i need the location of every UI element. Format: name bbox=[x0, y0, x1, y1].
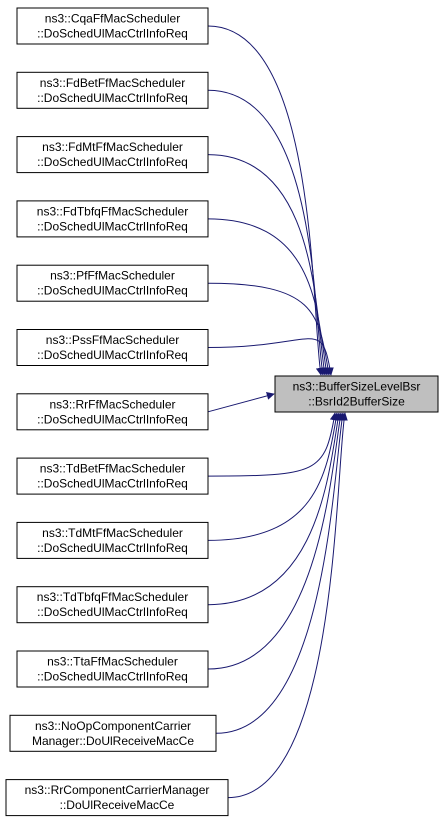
caller-node-box bbox=[16, 264, 209, 302]
caller-node-box bbox=[16, 7, 209, 45]
caller-node-fdtbfq[interactable]: ns3::FdTbfqFfMacScheduler::DoSchedUlMacC… bbox=[16, 200, 209, 238]
caller-node-tdmt[interactable]: ns3::TdMtFfMacScheduler::DoSchedUlMacCtr… bbox=[16, 521, 209, 559]
caller-node-box bbox=[16, 393, 209, 431]
edge-pf-to-target bbox=[207, 282, 332, 376]
node-label-line: ::DoSchedUlMacCtrlInfoReq bbox=[37, 348, 188, 362]
node-label-line: ::DoSchedUlMacCtrlInfoReq bbox=[37, 605, 188, 619]
caller-node-box bbox=[16, 71, 209, 109]
node-label-line: ns3::PfFfMacScheduler bbox=[50, 269, 175, 283]
caller-node-fdmt[interactable]: ns3::FdMtFfMacScheduler::DoSchedUlMacCtr… bbox=[16, 136, 209, 174]
edge-rr-to-target bbox=[207, 392, 275, 413]
node-label-line: ns3::NoOpComponentCarrier bbox=[35, 719, 191, 733]
caller-node-box bbox=[16, 521, 209, 559]
node-label-line: ns3::FdBetFfMacScheduler bbox=[40, 76, 185, 90]
caller-node-pf[interactable]: ns3::PfFfMacScheduler::DoSchedUlMacCtrlI… bbox=[16, 264, 209, 302]
caller-node-cqa[interactable]: ns3::CqaFfMacScheduler::DoSchedUlMacCtrl… bbox=[16, 7, 209, 45]
node-label-line: Manager::DoUlReceiveMacCe bbox=[32, 734, 194, 748]
edge-noop-to-target bbox=[215, 412, 346, 734]
edge-tdbet-to-target bbox=[207, 412, 338, 477]
node-label-line: ::DoUlReceiveMacCe bbox=[60, 798, 175, 812]
node-label-line: ns3::PssFfMacScheduler bbox=[46, 333, 179, 347]
node-label-line: ns3::BufferSizeLevelBsr bbox=[293, 380, 421, 394]
caller-node-tdbet[interactable]: ns3::TdBetFfMacScheduler::DoSchedUlMacCt… bbox=[16, 457, 209, 495]
caller-node-fdbet[interactable]: ns3::FdBetFfMacScheduler::DoSchedUlMacCt… bbox=[16, 71, 209, 109]
edge-fdtbfq-to-target bbox=[207, 218, 330, 376]
target-node-box bbox=[274, 375, 439, 413]
node-label-line: ::BsrId2BufferSize bbox=[308, 395, 405, 409]
caller-node-noop[interactable]: ns3::NoOpComponentCarrierManager::DoUlRe… bbox=[9, 714, 217, 752]
graph-nodes: ns3::BufferSizeLevelBsr::BsrId2BufferSiz… bbox=[5, 7, 439, 817]
edge-cqa-to-target bbox=[207, 25, 324, 376]
edge-tdtbfq-to-target bbox=[207, 412, 342, 606]
node-label-line: ::DoSchedUlMacCtrlInfoReq bbox=[37, 27, 188, 41]
node-label-line: ::DoSchedUlMacCtrlInfoReq bbox=[37, 541, 188, 555]
node-label-line: ns3::TdBetFfMacScheduler bbox=[40, 462, 185, 476]
node-label-line: ns3::FdTbfqFfMacScheduler bbox=[37, 204, 188, 218]
caller-node-box bbox=[16, 586, 209, 624]
edge-rrcc-to-target bbox=[227, 412, 348, 799]
node-label-line: ns3::TdMtFfMacScheduler bbox=[42, 526, 183, 540]
node-label-line: ::DoSchedUlMacCtrlInfoReq bbox=[37, 477, 188, 491]
node-label-line: ns3::RrComponentCarrierManager bbox=[25, 783, 210, 797]
node-label-line: ns3::TdTbfqFfMacScheduler bbox=[37, 590, 188, 604]
node-label-line: ::DoSchedUlMacCtrlInfoReq bbox=[37, 412, 188, 426]
caller-node-tdtbfq[interactable]: ns3::TdTbfqFfMacScheduler::DoSchedUlMacC… bbox=[16, 586, 209, 624]
caller-node-pss[interactable]: ns3::PssFfMacScheduler::DoSchedUlMacCtrl… bbox=[16, 329, 209, 366]
caller-node-box bbox=[16, 650, 209, 688]
node-label-line: ns3::FdMtFfMacScheduler bbox=[42, 140, 183, 154]
call-edges bbox=[207, 25, 348, 799]
node-label-line: ns3::TtaFfMacScheduler bbox=[47, 655, 178, 669]
node-label-line: ::DoSchedUlMacCtrlInfoReq bbox=[37, 91, 188, 105]
edge-tta-to-target bbox=[207, 412, 344, 670]
caller-node-box bbox=[16, 329, 209, 366]
node-label-line: ::DoSchedUlMacCtrlInfoReq bbox=[37, 155, 188, 169]
node-label-line: ::DoSchedUlMacCtrlInfoReq bbox=[37, 219, 188, 233]
caller-node-box bbox=[16, 136, 209, 174]
node-label-line: ns3::CqaFfMacScheduler bbox=[45, 12, 180, 26]
caller-node-box bbox=[5, 779, 229, 817]
caller-node-box bbox=[16, 200, 209, 238]
edge-fdmt-to-target bbox=[207, 154, 328, 376]
node-label-line: ns3::RrFfMacScheduler bbox=[49, 397, 175, 411]
edge-pss-to-target bbox=[207, 338, 334, 376]
caller-node-rr[interactable]: ns3::RrFfMacScheduler::DoSchedUlMacCtrlI… bbox=[16, 393, 209, 431]
caller-node-tta[interactable]: ns3::TtaFfMacScheduler::DoSchedUlMacCtrl… bbox=[16, 650, 209, 688]
caller-node-box bbox=[16, 457, 209, 495]
target-node[interactable]: ns3::BufferSizeLevelBsr::BsrId2BufferSiz… bbox=[274, 375, 439, 413]
caller-node-rrcc[interactable]: ns3::RrComponentCarrierManager::DoUlRece… bbox=[5, 779, 229, 817]
node-label-line: ::DoSchedUlMacCtrlInfoReq bbox=[37, 284, 188, 298]
caller-node-box bbox=[9, 714, 217, 752]
node-label-line: ::DoSchedUlMacCtrlInfoReq bbox=[37, 670, 188, 684]
edge-tdmt-to-target bbox=[207, 412, 340, 541]
edge-fdbet-to-target bbox=[207, 89, 326, 376]
